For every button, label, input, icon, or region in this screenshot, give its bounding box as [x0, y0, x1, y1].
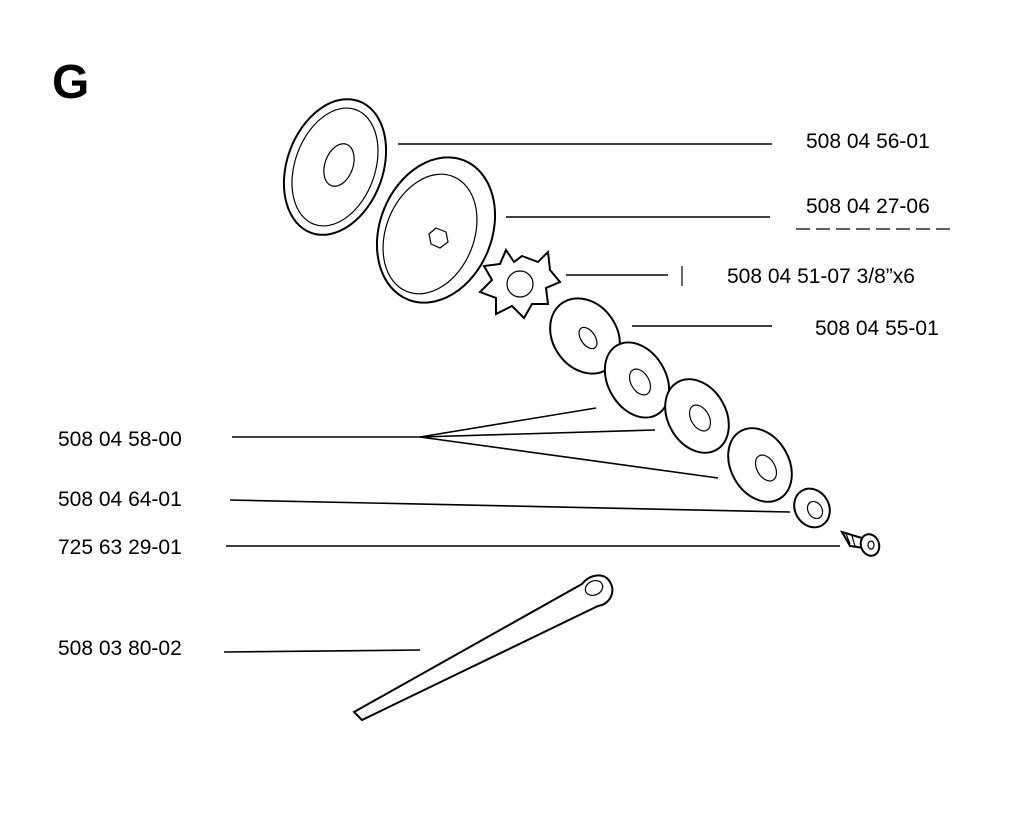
bushing-part: [793, 487, 831, 529]
wrench-part: [352, 574, 614, 722]
screw-part: [839, 530, 881, 557]
leader-branch-5b: [419, 429, 656, 438]
spacer-washer-2: [664, 378, 730, 454]
part-number-label: 508 04 64-01: [58, 488, 182, 511]
spacer-washer-3: [727, 427, 793, 503]
part-number-label: 508 04 27-06: [806, 195, 930, 218]
clutch-drum-part: [375, 156, 497, 304]
part-number-label: 508 04 51-07 3/8”x6: [727, 265, 915, 288]
part-number-label: 508 04 55-01: [815, 317, 939, 340]
leader-line-8: [223, 649, 421, 653]
part-number-label: 508 03 80-02: [58, 637, 182, 660]
leader-branch-5c: [419, 436, 719, 479]
pulley-disc-part: [282, 98, 388, 236]
part-number-label: 508 04 56-01: [806, 130, 930, 153]
leader-branch-5a: [419, 407, 597, 438]
section-title: G: [52, 56, 89, 109]
leader-line-6: [229, 499, 791, 513]
part-number-label: 725 63 29-01: [58, 536, 182, 559]
sprocket-part: [478, 247, 562, 320]
spacer-washer-1: [603, 341, 671, 419]
part-number-label: 508 04 58-00: [58, 428, 182, 451]
